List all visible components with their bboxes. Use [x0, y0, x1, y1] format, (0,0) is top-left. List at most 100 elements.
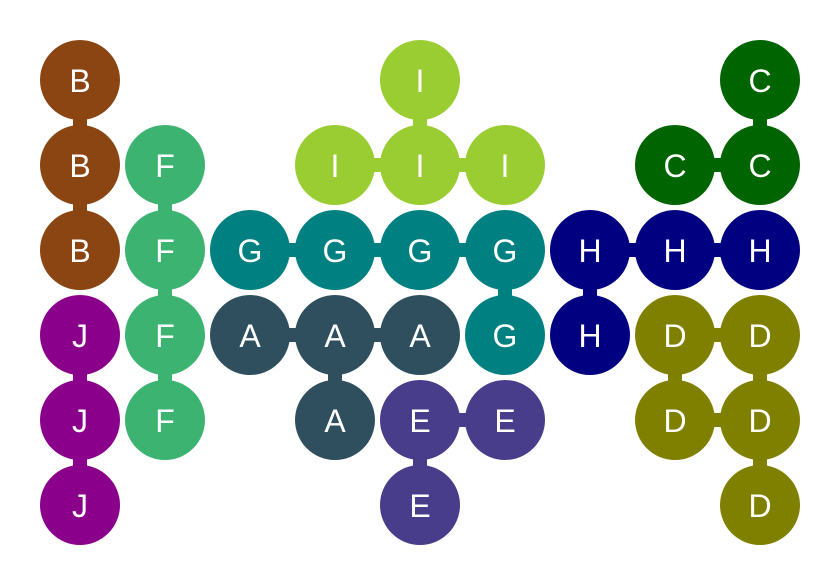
node-label: A	[409, 318, 431, 354]
node-circle	[40, 295, 120, 375]
node-label: A	[324, 403, 346, 439]
piece-e-node: E	[465, 380, 545, 460]
piece-c-node: C	[720, 40, 800, 120]
node-circle	[380, 380, 460, 460]
piece-a-node: A	[210, 295, 290, 375]
node-circle	[295, 295, 375, 375]
piece-i-node: I	[465, 125, 545, 205]
node-label: J	[72, 403, 88, 439]
node-circle	[465, 210, 545, 290]
piece-g-node: G	[465, 210, 545, 290]
piece-a-node: A	[295, 295, 375, 375]
node-label: G	[493, 233, 518, 269]
node-circle	[635, 380, 715, 460]
node-label: F	[155, 403, 175, 439]
piece-g-node: G	[210, 210, 290, 290]
node-circle	[635, 295, 715, 375]
node-label: I	[331, 148, 340, 184]
piece-d-node: D	[635, 295, 715, 375]
node-label: B	[69, 233, 90, 269]
node-circle	[125, 380, 205, 460]
node-label: H	[663, 233, 686, 269]
node-circle	[380, 125, 460, 205]
piece-g-node: G	[380, 210, 460, 290]
node-label: F	[155, 233, 175, 269]
node-label: I	[501, 148, 510, 184]
node-circle	[550, 210, 630, 290]
piece-f-node: F	[125, 295, 205, 375]
piece-f-node: F	[125, 210, 205, 290]
piece-d-node: D	[720, 465, 800, 545]
node-circle	[720, 380, 800, 460]
piece-h-node: H	[550, 210, 630, 290]
piece-b-node: B	[40, 210, 120, 290]
node-label: D	[748, 403, 771, 439]
node-label: D	[663, 318, 686, 354]
node-label: B	[69, 148, 90, 184]
piece-d-node: D	[720, 380, 800, 460]
node-circle	[125, 210, 205, 290]
piece-h-node: H	[550, 295, 630, 375]
node-circle	[40, 125, 120, 205]
node-circle	[465, 295, 545, 375]
node-circle	[380, 210, 460, 290]
piece-i-node: I	[380, 40, 460, 120]
node-circle	[210, 295, 290, 375]
node-label: D	[748, 488, 771, 524]
piece-h-node: H	[635, 210, 715, 290]
piece-b-node: B	[40, 40, 120, 120]
node-circle	[40, 380, 120, 460]
node-label: H	[578, 318, 601, 354]
node-label: E	[409, 403, 430, 439]
piece-j-node: J	[40, 465, 120, 545]
node-circle	[635, 210, 715, 290]
piece-c-node: C	[720, 125, 800, 205]
piece-f-node: F	[125, 125, 205, 205]
node-label: I	[416, 63, 425, 99]
node-circle	[465, 380, 545, 460]
node-label: A	[239, 318, 261, 354]
node-circle	[40, 40, 120, 120]
piece-h-node: H	[720, 210, 800, 290]
node-label: I	[416, 148, 425, 184]
node-circle	[720, 210, 800, 290]
node-label: A	[324, 318, 346, 354]
node-circle	[720, 40, 800, 120]
piece-d-node: D	[720, 295, 800, 375]
node-label: D	[748, 318, 771, 354]
node-label: G	[408, 233, 433, 269]
node-circle	[380, 40, 460, 120]
node-circle	[295, 380, 375, 460]
piece-e-node: E	[380, 380, 460, 460]
node-label: E	[494, 403, 515, 439]
piece-j-node: J	[40, 295, 120, 375]
node-label: F	[155, 148, 175, 184]
node-circle	[380, 465, 460, 545]
node-label: B	[69, 63, 90, 99]
piece-g-node: G	[295, 210, 375, 290]
node-label: G	[238, 233, 263, 269]
node-circle	[40, 465, 120, 545]
node-circle	[210, 210, 290, 290]
piece-b-node: B	[40, 125, 120, 205]
node-circle	[720, 465, 800, 545]
piece-j-node: J	[40, 380, 120, 460]
node-label: G	[323, 233, 348, 269]
node-circle	[295, 210, 375, 290]
node-circle	[550, 295, 630, 375]
piece-d-node: D	[635, 380, 715, 460]
node-circle	[720, 125, 800, 205]
node-label: C	[748, 63, 771, 99]
node-label: F	[155, 318, 175, 354]
node-label: J	[72, 318, 88, 354]
piece-c-node: C	[635, 125, 715, 205]
piece-g-node: G	[465, 295, 545, 375]
node-circle	[125, 125, 205, 205]
node-circle	[465, 125, 545, 205]
node-label: C	[748, 148, 771, 184]
node-label: G	[493, 318, 518, 354]
node-circle	[295, 125, 375, 205]
piece-f-node: F	[125, 380, 205, 460]
node-label: C	[663, 148, 686, 184]
